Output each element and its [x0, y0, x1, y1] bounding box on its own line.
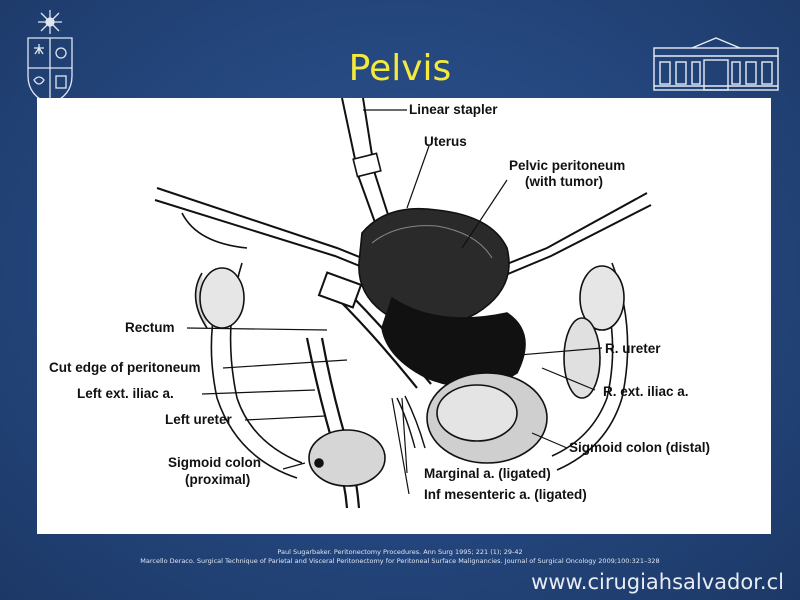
- leader-lines: [186, 109, 603, 495]
- slide-title: Pelvis: [348, 48, 452, 89]
- reference-line-1: Paul Sugarbaker. Peritonectomy Procedure…: [277, 548, 523, 556]
- label-r-ureter: R. ureter: [605, 341, 661, 356]
- label-pelvic-peritoneum: Pelvic peritoneum: [509, 158, 626, 173]
- label-linear-stapler: Linear stapler: [409, 102, 498, 117]
- label-sigmoid-colon-distal: Sigmoid colon (distal): [569, 440, 710, 455]
- label-with-tumor: (with tumor): [525, 174, 603, 189]
- website-url: www.cirugiahsalvador.cl: [531, 570, 784, 594]
- label-cut-edge-peritoneum: Cut edge of peritoneum: [49, 360, 201, 375]
- label-r-ext-iliac: R. ext. iliac a.: [603, 384, 689, 399]
- university-crest-logo: [27, 10, 73, 105]
- label-inf-mesenteric-artery: Inf mesenteric a. (ligated): [424, 487, 587, 502]
- label-marginal-artery: Marginal a. (ligated): [424, 466, 551, 481]
- label-uterus: Uterus: [424, 134, 467, 149]
- label-proximal: (proximal): [185, 472, 251, 487]
- figure-panel: Linear stapler Uterus Pelvic peritoneum …: [37, 98, 771, 534]
- pelvis-illustration: [154, 98, 652, 509]
- label-rectum: Rectum: [125, 320, 175, 335]
- label-left-ext-iliac: Left ext. iliac a.: [77, 386, 174, 401]
- hospital-building-logo: [653, 37, 779, 91]
- label-left-ureter: Left ureter: [165, 412, 232, 427]
- reference-line-2: Marcello Deraco. Surgical Technique of P…: [140, 557, 660, 565]
- label-sigmoid-colon-proximal: Sigmoid colon: [168, 455, 261, 470]
- anatomy-drawing: [154, 98, 652, 509]
